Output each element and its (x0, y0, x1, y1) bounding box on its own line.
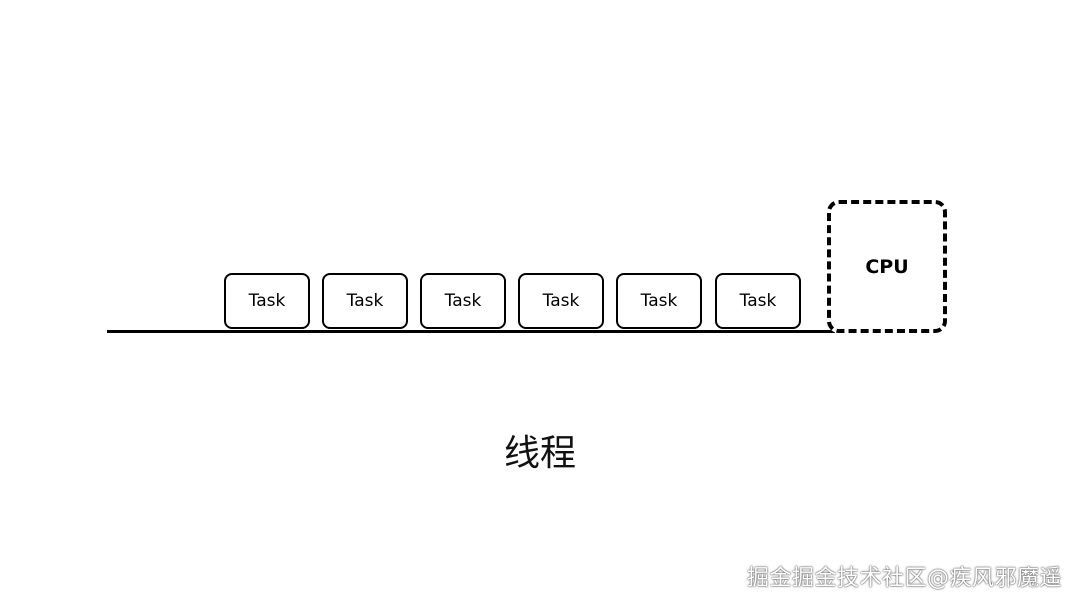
task-box-3: Task (420, 273, 506, 329)
task-box-2: Task (322, 273, 408, 329)
task-box-4: Task (518, 273, 604, 329)
cpu-box: CPU (827, 200, 947, 333)
cpu-label: CPU (865, 256, 909, 278)
task-box-1: Task (224, 273, 310, 329)
thread-timeline (107, 330, 835, 333)
watermark-text: 掘金掘金技术社区@疾风邪魔遥 (746, 566, 1062, 591)
task-box-5: Task (616, 273, 702, 329)
diagram-caption: 线程 (503, 433, 576, 474)
task-box-6: Task (715, 273, 801, 329)
